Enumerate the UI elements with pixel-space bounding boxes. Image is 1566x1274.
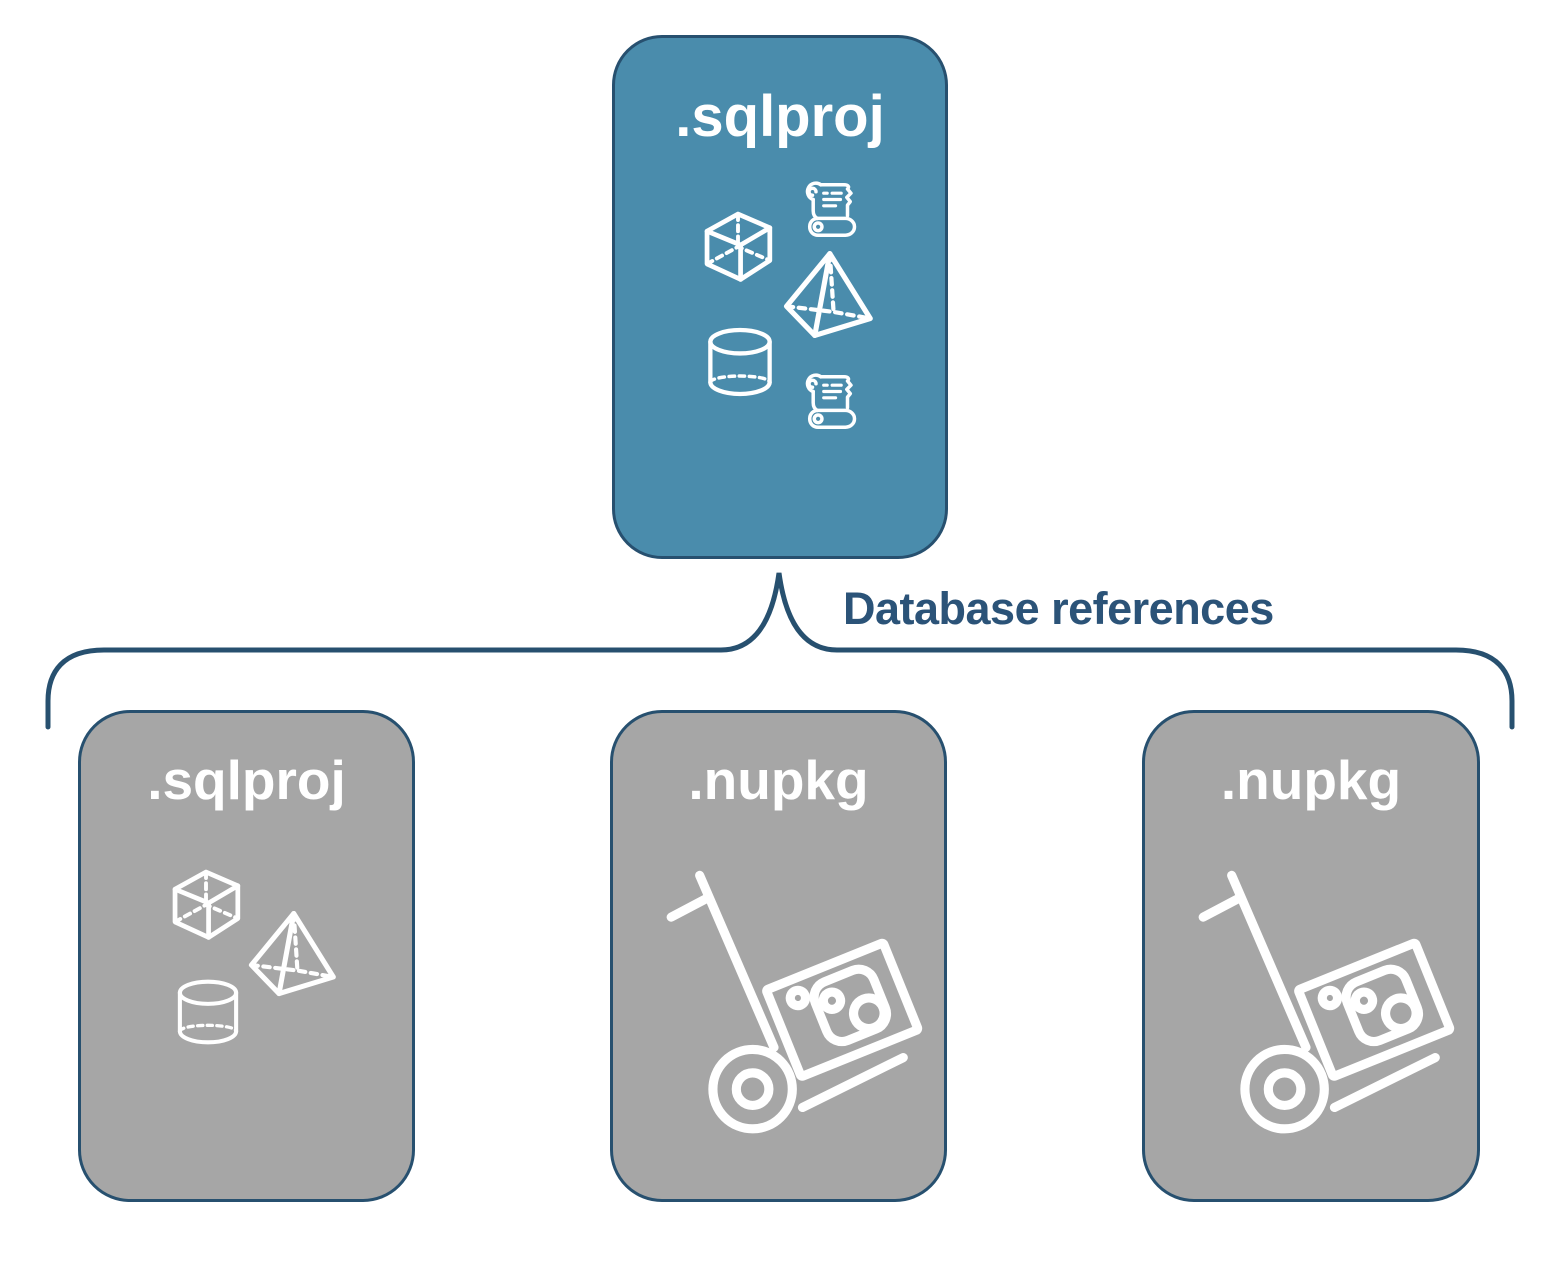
child-box-title: .nupkg <box>688 749 869 811</box>
nuget-package-dolly-icon <box>666 870 923 1134</box>
child-sqlproj-box: .sqlproj <box>78 710 415 1202</box>
parent-box-title: .sqlproj <box>675 84 885 149</box>
parent-sqlproj-box: .sqlproj <box>612 35 948 559</box>
pyramid-icon <box>783 251 873 339</box>
nuget-package-dolly-icon <box>1198 870 1455 1134</box>
pyramid-icon <box>248 910 336 997</box>
child-box-title: .nupkg <box>1220 749 1402 811</box>
child-nupkg-box: .nupkg <box>610 710 947 1202</box>
database-references-label: Database references <box>843 583 1274 634</box>
script-scroll-icon <box>805 373 857 429</box>
cylinder-icon <box>177 979 239 1045</box>
cylinder-icon <box>708 327 772 397</box>
cube-icon <box>172 869 241 940</box>
script-scroll-icon <box>805 181 857 237</box>
child-box-title: .sqlproj <box>147 749 346 811</box>
child-nupkg-box: .nupkg <box>1142 710 1480 1202</box>
cube-icon <box>704 211 773 282</box>
